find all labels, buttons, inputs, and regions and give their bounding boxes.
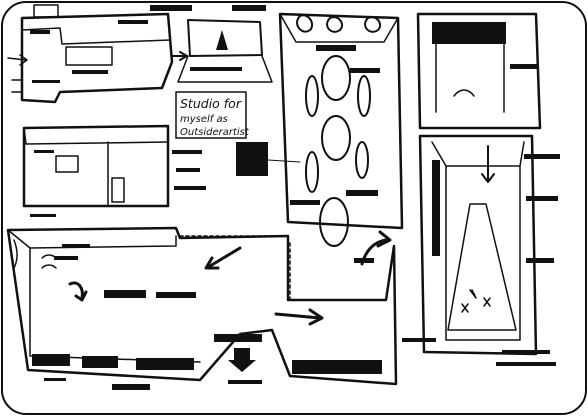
gallery-plan — [278, 12, 404, 266]
hallway-plan — [7, 4, 174, 104]
note-line-3: Outsiderartist — [180, 127, 250, 138]
handwritten-note: Studio for myself as Outsiderartist — [175, 91, 250, 139]
entrance-room-plan — [171, 19, 273, 83]
room-plan — [22, 124, 206, 217]
scribble-labels-top — [30, 5, 266, 83]
note-line-2: myself as — [180, 114, 228, 125]
dark-panel — [236, 142, 301, 176]
note-line-1: Studio for — [180, 96, 242, 111]
right-rooms — [402, 12, 560, 366]
large-hall-plan — [6, 226, 398, 390]
